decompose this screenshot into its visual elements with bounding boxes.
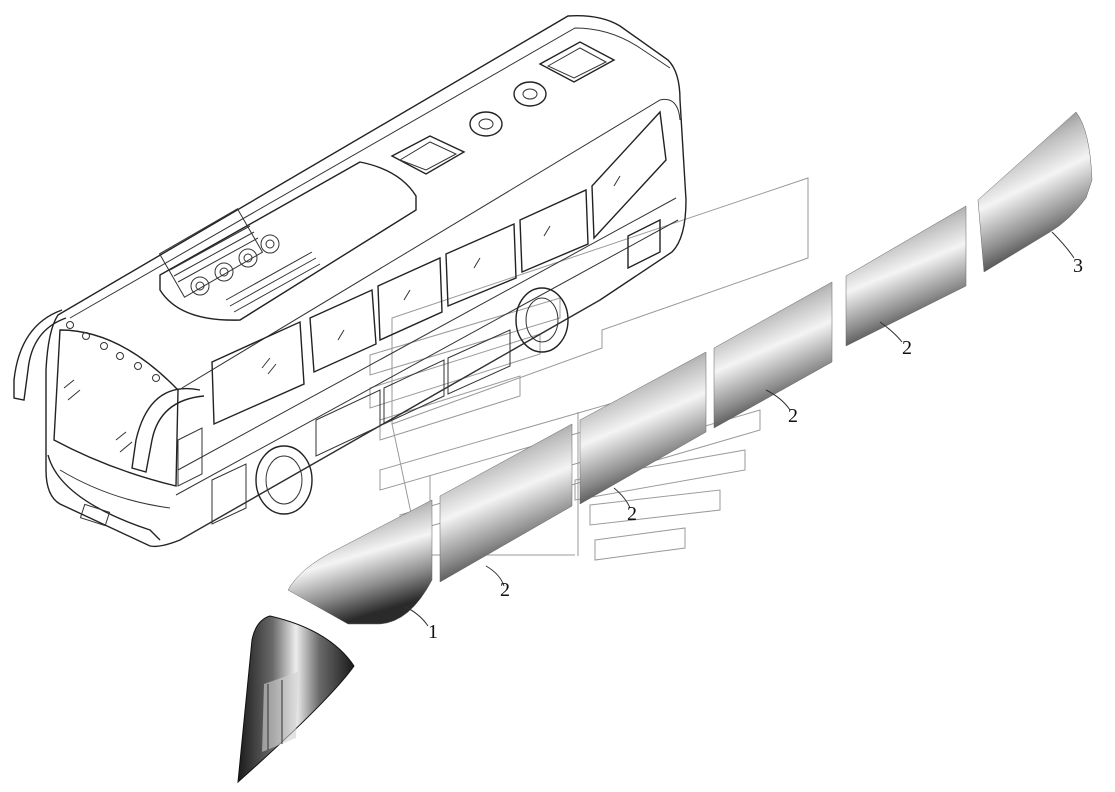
trim-strip-part-2b <box>579 351 707 505</box>
callout-part-2c: 2 <box>788 405 798 427</box>
marker-lights <box>66 321 160 382</box>
trim-strip-part-1 <box>287 499 433 625</box>
luggage-doors <box>211 329 511 525</box>
roof-ac-unit <box>158 161 417 321</box>
trim-strip-part-2c <box>713 281 833 429</box>
leader-lines <box>403 231 1075 627</box>
callout-part-2d: 2 <box>902 337 912 359</box>
roof-vents <box>469 81 547 137</box>
front-wheel <box>255 445 313 515</box>
rear-wheel <box>515 287 569 353</box>
trim-strip-part-3 <box>977 111 1093 273</box>
mirror-right <box>131 387 205 473</box>
callout-part-3: 3 <box>1073 255 1083 277</box>
trim-strip-part-2d <box>845 205 967 347</box>
side-windows <box>211 110 667 426</box>
front-corner-panel <box>237 615 355 784</box>
callout-part-1: 1 <box>428 621 438 643</box>
roof-hatch-front <box>390 135 466 175</box>
coach-bus <box>13 15 687 548</box>
roof-hatch-rear <box>538 41 616 83</box>
mirror-left <box>13 309 67 401</box>
callout-part-2b: 2 <box>627 503 637 525</box>
callout-part-2a: 2 <box>500 579 510 601</box>
trim-strip-part-2a <box>439 423 573 583</box>
